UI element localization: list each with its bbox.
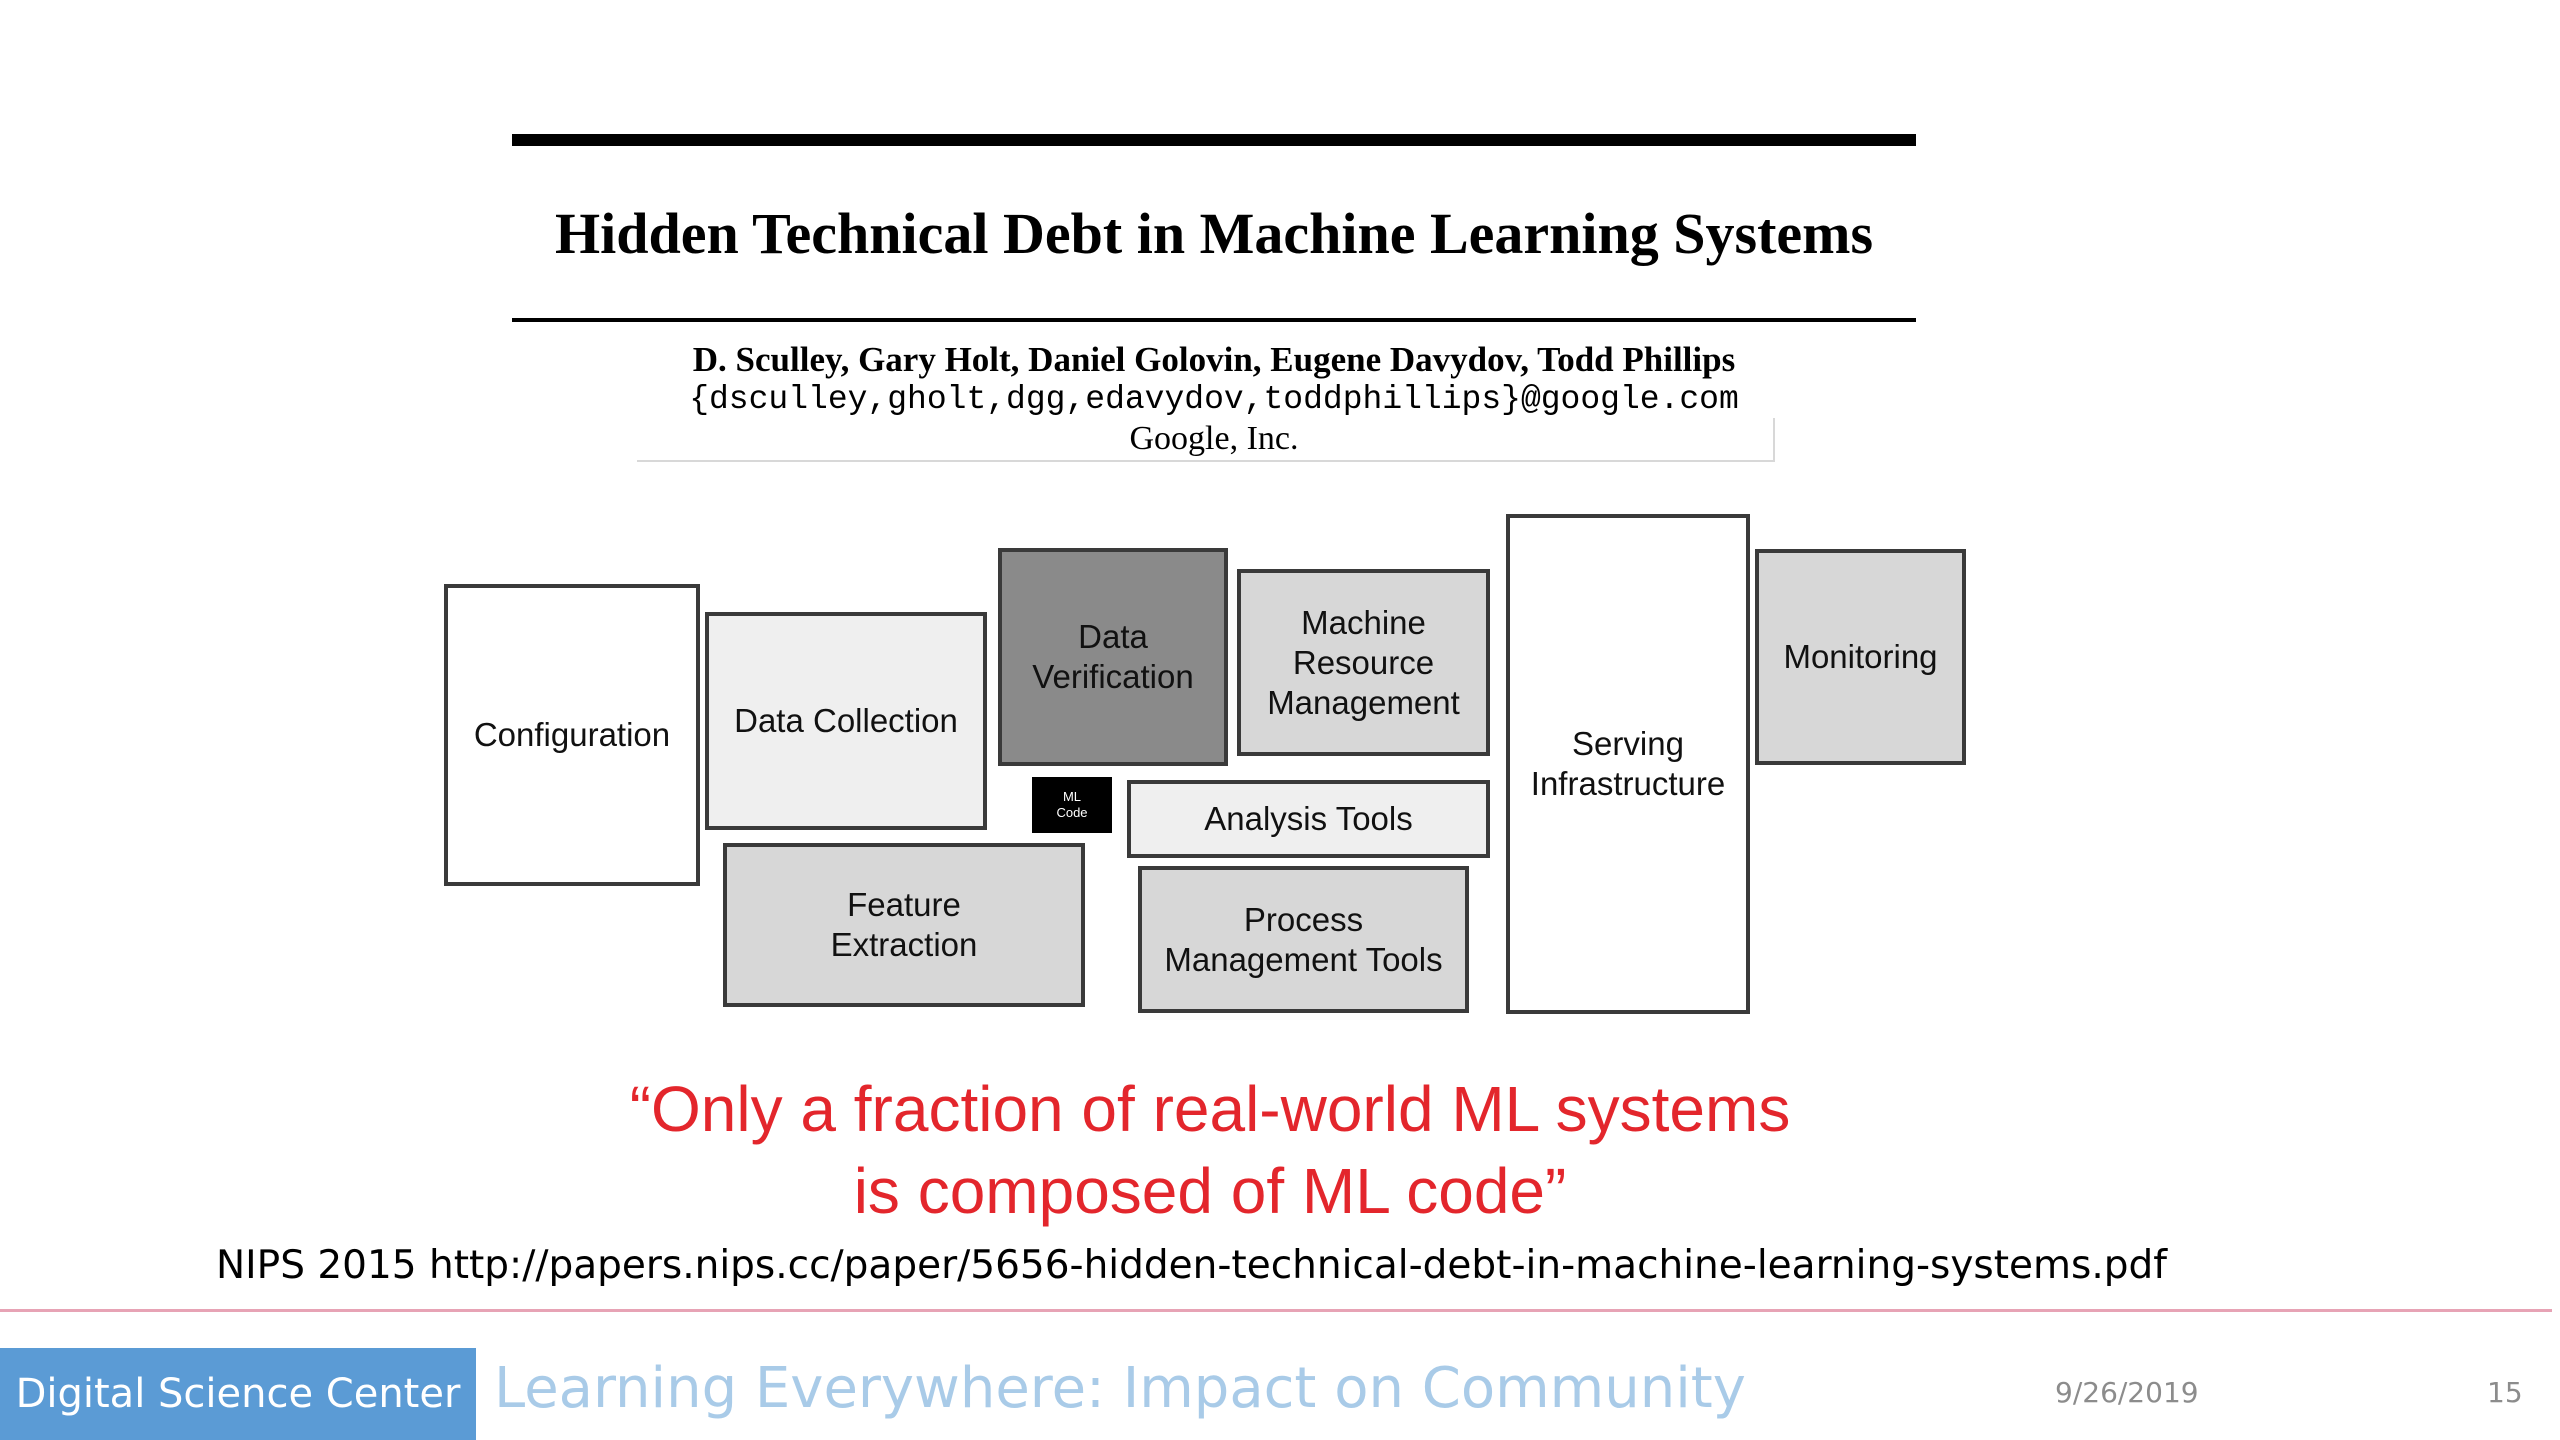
data-verification-box: Data Verification bbox=[998, 548, 1228, 766]
paper-emails: {dsculley,gholt,dgg,edavydov,toddphillip… bbox=[689, 381, 1739, 418]
affiliation-frame bbox=[637, 418, 1775, 462]
serving-infrastructure-box: Serving Infrastructure bbox=[1506, 514, 1750, 1014]
configuration-box: Configuration bbox=[444, 584, 700, 886]
data-collection-box: Data Collection bbox=[705, 612, 987, 830]
ml-code-box: ML Code bbox=[1032, 777, 1112, 833]
process-management-tools-box: Process Management Tools bbox=[1138, 866, 1469, 1013]
page-number: 15 bbox=[2487, 1376, 2523, 1409]
paper-affiliation: Google, Inc. bbox=[1129, 420, 1299, 457]
quote: “Only a fraction of real-world ML system… bbox=[380, 1068, 2040, 1232]
reference-link: NIPS 2015 http://papers.nips.cc/paper/56… bbox=[216, 1243, 2167, 1288]
paper-title: Hidden Technical Debt in Machine Learnin… bbox=[554, 201, 1874, 266]
analysis-tools-box: Analysis Tools bbox=[1127, 780, 1490, 858]
footer-date: 9/26/2019 bbox=[2055, 1376, 2199, 1409]
paper-top-rule bbox=[512, 134, 1916, 146]
monitoring-box: Monitoring bbox=[1755, 549, 1966, 765]
footer-rule bbox=[0, 1309, 2552, 1312]
quote-line-1: “Only a fraction of real-world ML system… bbox=[629, 1073, 1791, 1145]
quote-line-2: is composed of ML code” bbox=[853, 1155, 1567, 1227]
footer-title: Learning Everywhere: Impact on Community bbox=[494, 1356, 1746, 1421]
feature-extraction-box: Feature Extraction bbox=[723, 843, 1085, 1007]
paper-bottom-rule bbox=[512, 318, 1916, 322]
machine-resource-management-box: Machine Resource Management bbox=[1237, 569, 1490, 756]
paper-authors: D. Sculley, Gary Holt, Daniel Golovin, E… bbox=[692, 340, 1736, 379]
footer-badge: Digital Science Center bbox=[0, 1348, 476, 1440]
